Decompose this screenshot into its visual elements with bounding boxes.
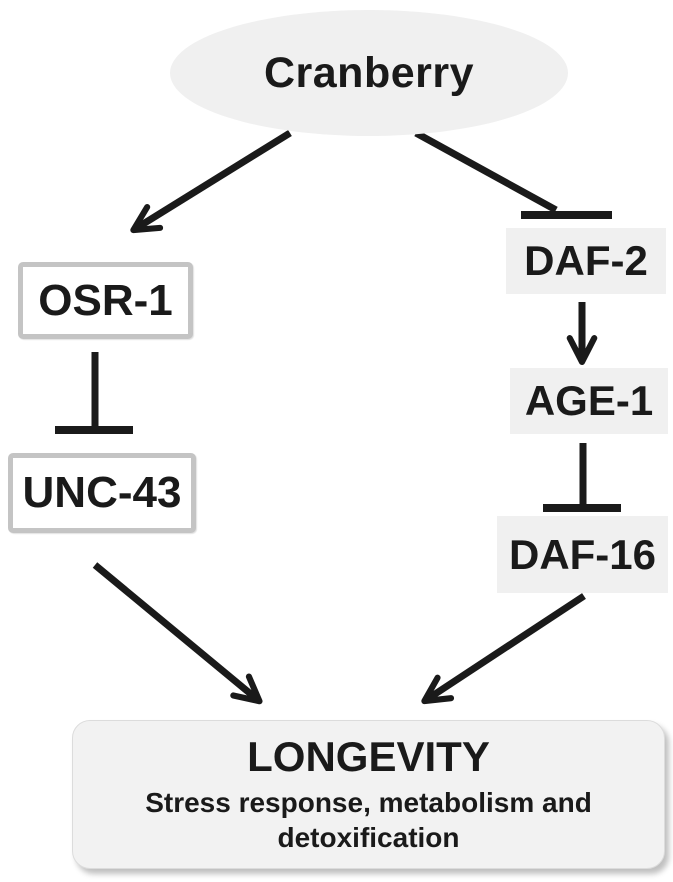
- node-daf16: DAF-16: [497, 516, 668, 593]
- node-osr1-label: OSR-1: [38, 275, 173, 325]
- edge-age1-daf16-inhibitor: [543, 443, 621, 512]
- node-age1: AGE-1: [510, 368, 668, 434]
- node-daf16-label: DAF-16: [508, 530, 657, 578]
- node-osr1: OSR-1: [18, 262, 193, 339]
- node-cranberry-label: Cranberry: [263, 48, 475, 97]
- edge-osr1-unc43-inhibitor: [55, 352, 133, 434]
- node-age1-label: AGE-1: [524, 377, 654, 424]
- node-cranberry: Cranberry: [170, 10, 568, 136]
- node-unc43-label: UNC-43: [22, 468, 182, 517]
- node-unc43: UNC-43: [8, 453, 196, 533]
- longevity-subtitle: Stress response, metabolism and detoxifi…: [145, 786, 592, 853]
- edge-cranberry-osr1-arrow: [130, 130, 292, 234]
- node-daf2: DAF-2: [506, 228, 666, 294]
- node-longevity: LONGEVITY Stress response, metabolism an…: [72, 720, 665, 869]
- edge-daf16-longevity-arrow: [421, 593, 586, 705]
- longevity-title: LONGEVITY: [247, 733, 490, 781]
- edge-cranberry-daf2-inhibitor: [414, 129, 612, 219]
- edge-unc43-longevity-arrow: [92, 562, 263, 705]
- node-daf2-label: DAF-2: [524, 237, 648, 284]
